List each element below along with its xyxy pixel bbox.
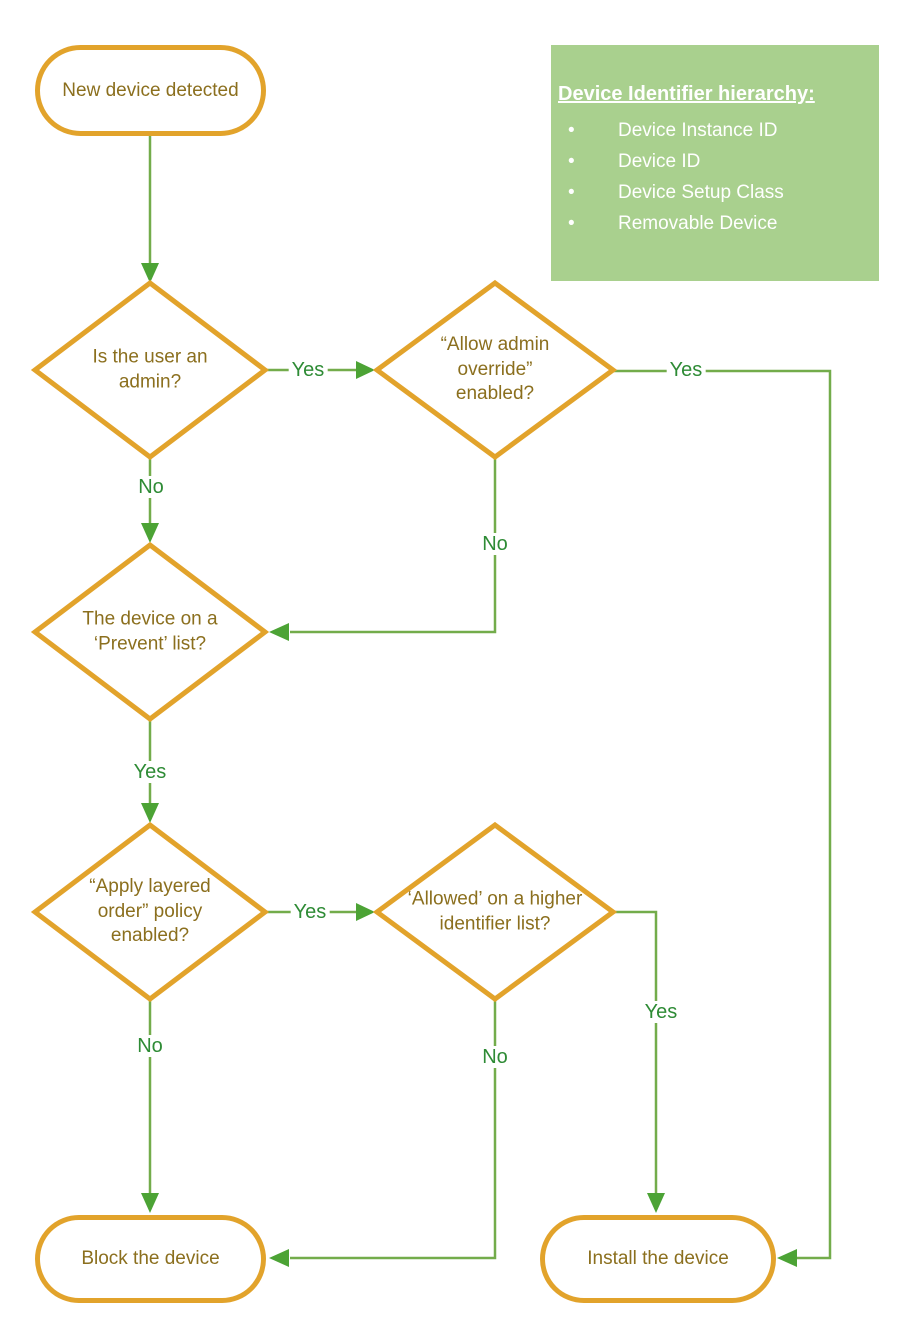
arrowhead-into-install-top [647, 1193, 665, 1213]
arrowhead-into-block-right [269, 1249, 289, 1267]
legend-title: Device Identifier hierarchy: [558, 83, 815, 105]
diamond-override-label: “Allow admin override” enabled? [440, 333, 550, 405]
edge-override-no-to-prevent [290, 457, 497, 634]
edge-label-higher-yes: Yes [641, 1001, 681, 1023]
edge-label-admin-yes: Yes [288, 359, 328, 381]
diamond-higher-label: ‘Allowed’ on a higher identifier list? [407, 888, 583, 934]
legend-item: Removable Device [558, 208, 871, 239]
node-block-device: Block the device [35, 1215, 266, 1303]
arrowhead-into-install-right [777, 1249, 797, 1267]
edge-label-prevent-yes: Yes [130, 761, 170, 783]
diamond-admin [30, 279, 270, 461]
legend-item: Device Instance ID [558, 115, 871, 146]
edge-label-layered-yes: Yes [290, 901, 330, 923]
legend-item: Device Setup Class [558, 177, 871, 208]
diamond-prevent-label: The device on a ‘Prevent’ list? [82, 608, 218, 654]
diamond-override [372, 279, 618, 461]
arrowhead-into-prevent-right [269, 623, 289, 641]
arrowhead-into-block-top [141, 1193, 159, 1213]
arrowhead-into-prevent-top [141, 523, 159, 543]
diamond-higher [372, 821, 618, 1003]
arrowhead-into-override [356, 361, 375, 379]
edge-override-yes-to-install [613, 369, 832, 1260]
diamond-prevent [30, 541, 270, 723]
arrowhead-into-layered [141, 803, 159, 823]
edge-label-higher-no: No [479, 1046, 511, 1068]
legend-item: Device ID [558, 146, 871, 177]
node-install-device: Install the device [540, 1215, 776, 1303]
arrowhead-into-admin [141, 263, 159, 283]
edge-higher-yes-to-install [613, 910, 658, 1195]
node-install-label: Install the device [587, 1248, 729, 1270]
edge-label-override-no: No [479, 533, 511, 555]
node-block-label: Block the device [81, 1248, 220, 1270]
node-start: New device detected [35, 45, 266, 136]
legend-list: Device Instance ID Device ID Device Setu… [558, 115, 871, 239]
node-start-label: New device detected [62, 79, 239, 101]
diamond-admin-label: Is the user an admin? [92, 346, 208, 392]
edge-label-layered-no: No [134, 1035, 166, 1057]
edge-label-admin-no: No [135, 476, 167, 498]
edge-label-override-yes: Yes [666, 359, 706, 381]
edge-higher-no-to-block [290, 999, 497, 1260]
arrowhead-into-higher [356, 903, 375, 921]
diamond-layered-label: “Apply layered order” policy enabled? [89, 875, 211, 947]
diamond-layered [30, 821, 270, 1003]
device-identifier-hierarchy-box: Device Identifier hierarchy: Device Inst… [551, 45, 879, 281]
